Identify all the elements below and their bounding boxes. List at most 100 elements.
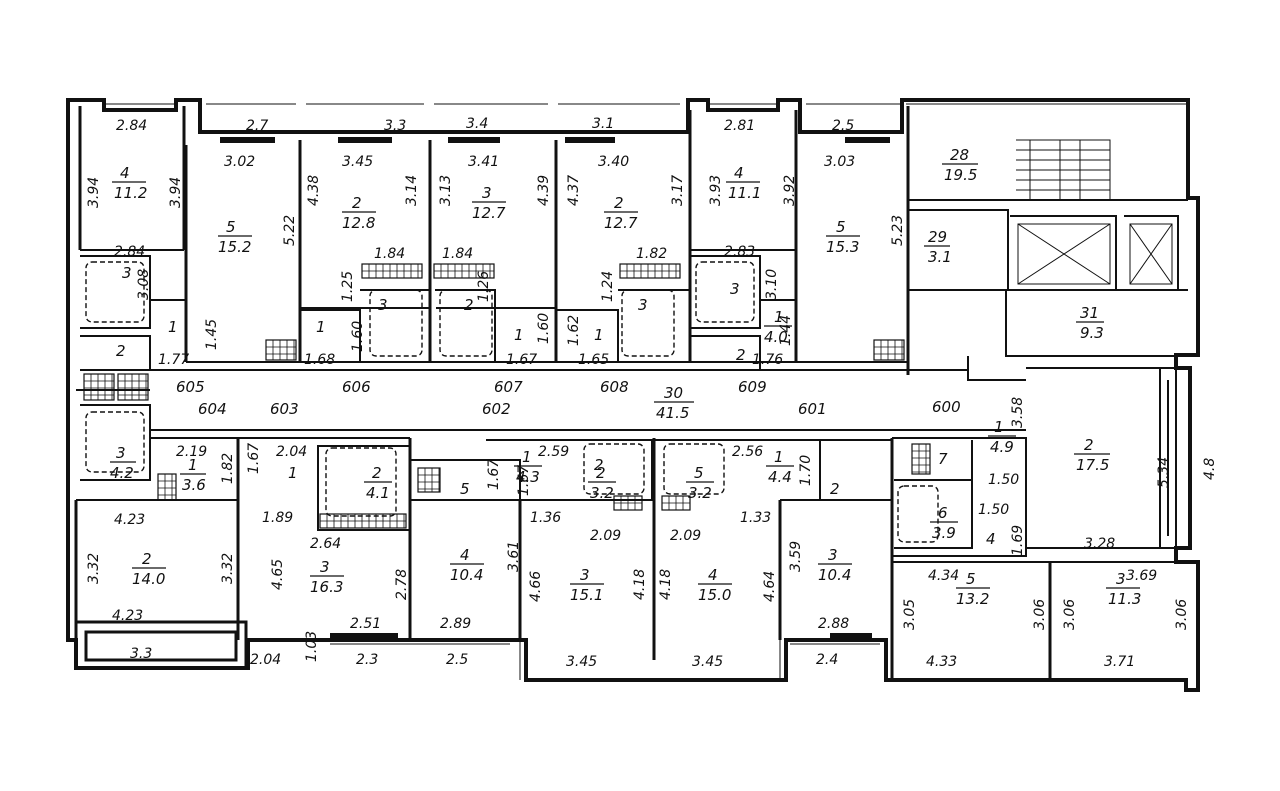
svg-text:1.67: 1.67 — [486, 459, 502, 490]
svg-text:15.3: 15.3 — [826, 238, 859, 256]
svg-text:3.03: 3.03 — [824, 154, 855, 170]
svg-text:2.7: 2.7 — [246, 118, 268, 134]
svg-text:3.13: 3.13 — [438, 175, 454, 206]
room-r14: 34.2 — [110, 444, 136, 482]
svg-text:3.2: 3.2 — [590, 484, 614, 502]
svg-text:3.41: 3.41 — [468, 154, 499, 170]
apt-601: 601 — [798, 400, 827, 418]
room-r17: 316.3 — [310, 558, 344, 596]
svg-text:1.70: 1.70 — [798, 455, 814, 486]
subroom-label: 2 — [830, 480, 840, 498]
svg-text:4.66: 4.66 — [528, 571, 544, 602]
svg-text:1.62: 1.62 — [566, 315, 582, 346]
svg-text:3.2: 3.2 — [688, 484, 712, 502]
svg-text:1.44: 1.44 — [778, 315, 794, 346]
svg-text:1: 1 — [522, 448, 532, 466]
svg-text:1.45: 1.45 — [204, 319, 220, 350]
svg-text:3.08: 3.08 — [136, 269, 152, 300]
svg-text:2.84: 2.84 — [114, 244, 145, 260]
apartment-labels: 605 606 607 608 609 604 603 602 601 600 — [176, 378, 961, 418]
svg-text:1.25: 1.25 — [340, 271, 356, 302]
svg-text:3.06: 3.06 — [1174, 599, 1190, 630]
room-r24: 410.4 — [450, 546, 484, 584]
svg-text:1: 1 — [188, 456, 198, 474]
bathtub — [663, 443, 725, 495]
svg-text:4.33: 4.33 — [926, 654, 957, 670]
svg-text:1.36: 1.36 — [530, 510, 561, 526]
svg-text:1.84: 1.84 — [374, 246, 405, 262]
svg-text:4.1: 4.1 — [366, 484, 390, 502]
subroom-label: 1 — [168, 318, 178, 336]
svg-text:4.3: 4.3 — [516, 468, 540, 486]
svg-text:2.09: 2.09 — [590, 528, 621, 544]
subroom-label: 1 — [514, 326, 524, 344]
apt-600: 600 — [932, 398, 961, 416]
svg-text:1: 1 — [774, 308, 784, 326]
room-r5: 212.7 — [604, 194, 638, 232]
svg-text:3.3: 3.3 — [384, 118, 406, 134]
svg-text:5: 5 — [226, 218, 236, 236]
bathtub — [897, 485, 939, 543]
apt-602: 602 — [482, 400, 511, 418]
svg-text:5.22: 5.22 — [282, 215, 298, 246]
svg-text:4.39: 4.39 — [536, 175, 552, 206]
svg-text:3.6: 3.6 — [182, 476, 206, 494]
svg-text:1.65: 1.65 — [578, 352, 609, 368]
subroom-label: 1 — [316, 318, 326, 336]
room-r6: 411.1 — [726, 164, 761, 202]
svg-text:3.58: 3.58 — [1010, 397, 1026, 428]
room-r13: 217.5 — [1074, 436, 1110, 474]
svg-text:2.04: 2.04 — [250, 652, 281, 668]
svg-text:2.19: 2.19 — [176, 444, 207, 460]
svg-text:15.1: 15.1 — [570, 586, 603, 604]
svg-text:4: 4 — [120, 164, 130, 182]
svg-text:31: 31 — [1080, 304, 1099, 322]
room-r28: 513.2 — [956, 570, 990, 608]
subroom-label: 2 — [116, 342, 126, 360]
svg-text:5.34: 5.34 — [1156, 457, 1172, 488]
subroom-label: 3 — [730, 280, 740, 298]
apt-604: 604 — [198, 400, 227, 418]
svg-text:2: 2 — [614, 194, 624, 212]
subroom-labels: 3 2 1 1 3 2 1 1 3 3 2 7 5 2 4 1 2 — [116, 264, 996, 548]
svg-text:1.50: 1.50 — [988, 472, 1019, 488]
room-r25: 315.1 — [570, 566, 604, 604]
svg-text:1.89: 1.89 — [262, 510, 293, 526]
svg-text:3.94: 3.94 — [168, 177, 184, 208]
svg-text:4: 4 — [708, 566, 718, 584]
svg-text:1.24: 1.24 — [600, 271, 616, 302]
svg-text:1.76: 1.76 — [752, 352, 783, 368]
svg-text:6: 6 — [938, 504, 948, 522]
room-r20: 23.2 — [588, 464, 616, 502]
room-r2: 515.2 — [218, 218, 252, 256]
subroom-label: 1 — [288, 464, 298, 482]
apt-606: 606 — [342, 378, 371, 396]
room-r7: 515.3 — [826, 218, 860, 256]
svg-text:1.67: 1.67 — [516, 465, 532, 496]
subroom-label: 7 — [938, 450, 948, 468]
svg-text:3.1: 3.1 — [592, 116, 614, 132]
svg-text:29: 29 — [928, 228, 947, 246]
tile-grid — [265, 339, 297, 361]
subroom-label: 1 — [594, 326, 604, 344]
svg-text:3.93: 3.93 — [708, 175, 724, 206]
svg-text:4.8: 4.8 — [1202, 458, 1218, 480]
bathtub — [583, 443, 645, 495]
svg-text:3.61: 3.61 — [506, 541, 522, 572]
svg-text:1.60: 1.60 — [350, 321, 366, 352]
room-r9: 293.1 — [924, 228, 952, 266]
svg-text:2.4: 2.4 — [816, 652, 838, 668]
svg-text:10.4: 10.4 — [450, 566, 483, 584]
svg-text:3.94: 3.94 — [86, 177, 102, 208]
tile-grid — [873, 339, 905, 361]
apt-605: 605 — [176, 378, 205, 396]
room-r23: 63.9 — [930, 504, 958, 542]
tile-grid — [117, 373, 149, 401]
svg-text:10.4: 10.4 — [818, 566, 851, 584]
svg-text:3.17: 3.17 — [670, 175, 686, 206]
svg-text:1.67: 1.67 — [506, 352, 537, 368]
room-r29: 311.3 — [1106, 570, 1141, 608]
room-r3: 212.8 — [342, 194, 376, 232]
room-r4: 312.7 — [472, 184, 506, 222]
svg-text:2.84: 2.84 — [116, 118, 147, 134]
